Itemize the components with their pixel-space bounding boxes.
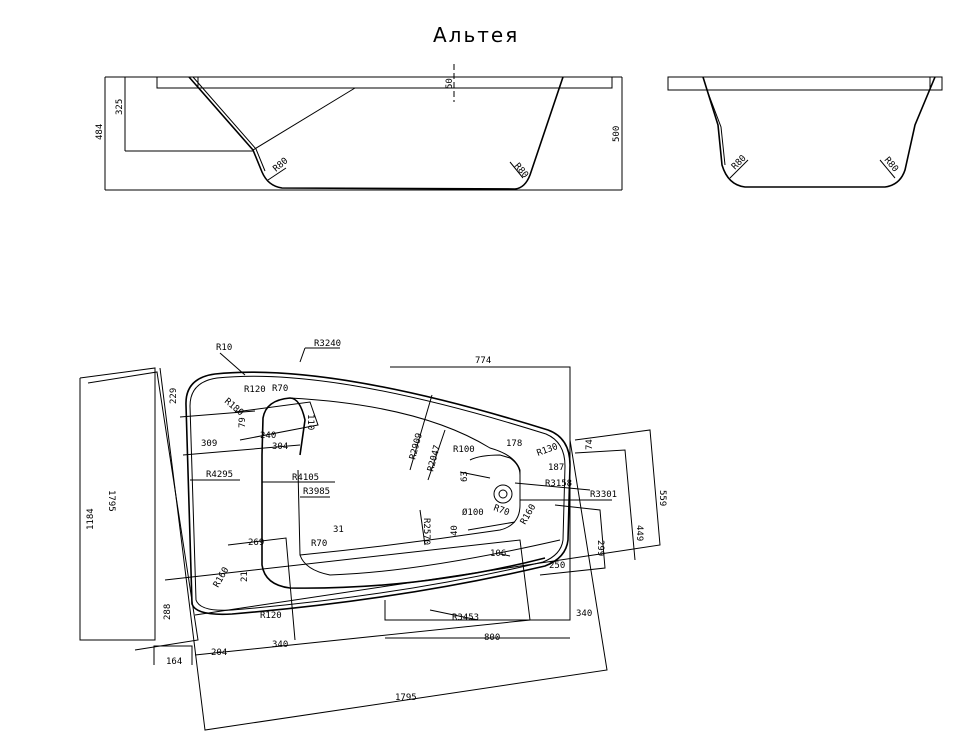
dim-63: 63 — [460, 471, 470, 482]
front-view: 484 325 50 500 R80 R80 — [95, 64, 623, 191]
dim-178: 178 — [506, 439, 522, 449]
dim-r70-drain: R70 — [492, 503, 511, 518]
dim-1184: 1184 — [86, 508, 96, 530]
dim-559: 559 — [657, 490, 667, 506]
dim-r3240: R3240 — [314, 339, 341, 349]
dim-50: 50 — [445, 78, 455, 89]
dim-1795-bottom: 1795 — [395, 693, 417, 703]
dim-774: 774 — [475, 356, 491, 366]
dim-r2570: R2570 — [421, 518, 431, 545]
dim-269: 269 — [248, 538, 264, 548]
dim-299: 299 — [595, 540, 605, 556]
dim-r4105: R4105 — [292, 473, 319, 483]
dim-r100: R100 — [453, 445, 475, 455]
dim-r4295: R4295 — [206, 470, 233, 480]
dim-31: 31 — [333, 525, 344, 535]
dim-229: 229 — [169, 388, 179, 404]
dim-164: 164 — [166, 657, 182, 667]
dim-r80-left: R80 — [272, 156, 291, 174]
dim-21: 21 — [240, 571, 250, 582]
dim-r80-side-right: R80 — [882, 156, 900, 175]
dim-74: 74 — [585, 439, 595, 450]
dim-800: 800 — [484, 633, 500, 643]
dim-r2909: R2909 — [408, 432, 425, 461]
dim-r120-bottom: R120 — [260, 611, 282, 621]
dim-r130: R130 — [536, 442, 560, 459]
dim-r2047: R2047 — [426, 444, 443, 473]
dim-500: 500 — [612, 126, 622, 142]
dim-449: 449 — [634, 525, 644, 541]
dim-309: 309 — [201, 439, 217, 449]
dim-106: 106 — [490, 549, 506, 559]
dim-484: 484 — [95, 124, 105, 140]
dim-304: 304 — [272, 442, 288, 452]
dim-r3301: R3301 — [590, 490, 617, 500]
side-view: R80 R80 — [667, 76, 943, 188]
dim-r3158: R3158 — [545, 479, 572, 489]
dim-r120: R120 — [244, 385, 266, 395]
dim-r160-bottom: R160 — [212, 566, 232, 590]
dim-288: 288 — [163, 604, 173, 620]
dim-r80-right: R80 — [512, 162, 530, 181]
dim-204: 204 — [211, 648, 227, 658]
dim-240: 240 — [260, 431, 276, 441]
dim-r10: R10 — [216, 343, 232, 353]
dim-187: 187 — [548, 463, 564, 473]
dim-250: 250 — [549, 561, 565, 571]
dim-79: 79 — [238, 417, 248, 428]
dim-r3453: R3453 — [452, 613, 479, 623]
dim-r160: R160 — [519, 503, 539, 527]
drawing-title: Альтея — [433, 23, 519, 47]
dim-1795-diag: 1795 — [106, 490, 116, 512]
plan-view: R10 R3240 774 229 R120 R70 R180 79 110 2… — [79, 339, 667, 731]
dim-340-right: 340 — [576, 609, 592, 619]
dim-340-left: 340 — [272, 640, 288, 650]
dim-325: 325 — [115, 99, 125, 115]
dim-r80-side-left: R80 — [730, 154, 749, 173]
dim-40: 40 — [450, 525, 460, 536]
dim-diameter-100: Ø100 — [462, 507, 484, 518]
dim-r70-bottom: R70 — [311, 539, 327, 549]
dim-r70: R70 — [272, 384, 288, 394]
dim-r180: R180 — [222, 397, 245, 419]
dim-110: 110 — [305, 414, 315, 430]
dim-r3985: R3985 — [303, 487, 330, 497]
